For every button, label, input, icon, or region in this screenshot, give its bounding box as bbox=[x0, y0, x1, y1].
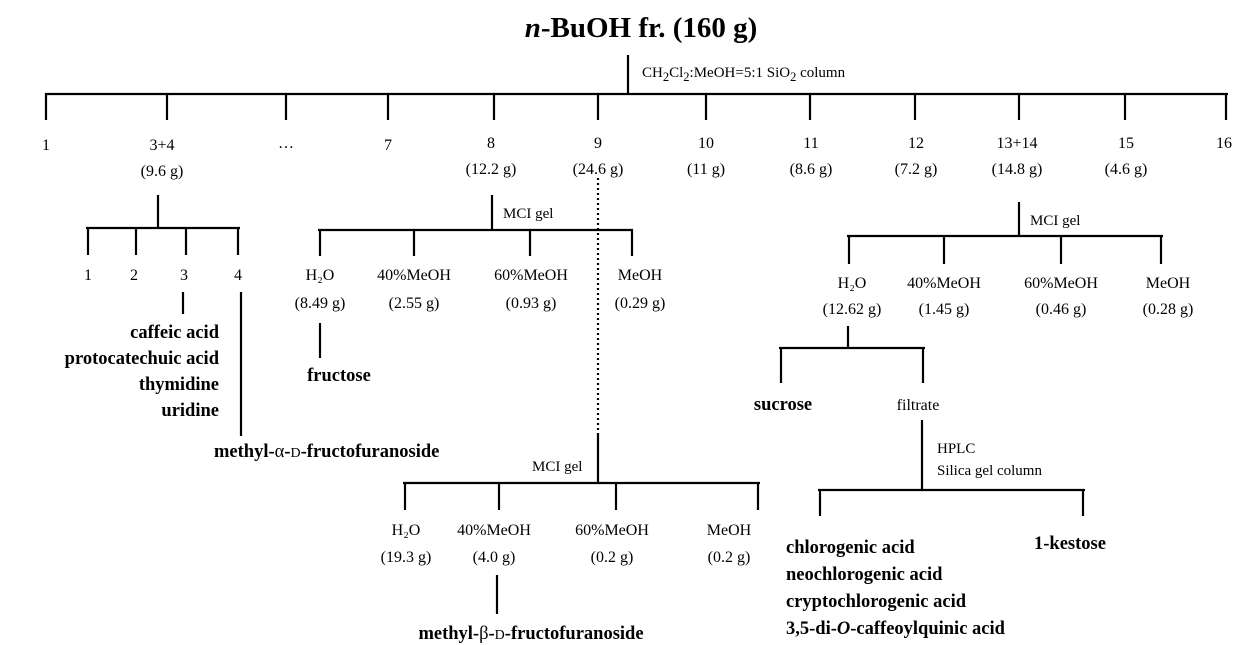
eluent-label: 40%MeOH bbox=[377, 267, 451, 284]
eluent-label: 40%MeOH bbox=[457, 522, 531, 539]
compound-name: caffeic acid bbox=[130, 323, 219, 343]
mci-gel-label: MCI gel bbox=[532, 459, 583, 475]
eluent-mass: (0.28 g) bbox=[1142, 301, 1194, 318]
subscript: 2 bbox=[683, 70, 690, 84]
eluent-label: H₂O bbox=[391, 522, 421, 539]
compound-name: uridine bbox=[161, 401, 219, 421]
fraction-label: 13+14 bbox=[996, 135, 1038, 152]
compound-name: 3,5-di-O-caffeoylquinic acid bbox=[786, 616, 1005, 643]
subscript: 2 bbox=[790, 70, 797, 84]
eluent-mass: (0.46 g) bbox=[1035, 301, 1087, 318]
fraction-label: 10 bbox=[698, 135, 714, 152]
eluent-label: H₂O bbox=[837, 275, 867, 292]
title-text: -BuOH fr. (160 g) bbox=[540, 12, 758, 44]
filtrate-label: filtrate bbox=[896, 397, 940, 414]
compound-list: chlorogenic acid neochlorogenic acid cry… bbox=[786, 535, 1005, 643]
mci-gel-label: MCI gel bbox=[1030, 213, 1081, 229]
eluent-mass: (19.3 g) bbox=[380, 549, 432, 566]
subfraction-label: 2 bbox=[130, 267, 138, 284]
title-italic: n bbox=[524, 12, 541, 44]
compound-name: neochlorogenic acid bbox=[786, 565, 943, 585]
eluent-label: MeOH bbox=[1145, 275, 1191, 292]
fraction-label: 11 bbox=[803, 135, 819, 152]
compound-name: fructose bbox=[307, 366, 371, 386]
eluent-label: 60%MeOH bbox=[1024, 275, 1098, 292]
compound-part: 3,5-di- bbox=[786, 619, 837, 639]
fraction-mass: (7.2 g) bbox=[894, 161, 938, 178]
column-label-silica: CH2Cl2:MeOH=5:1 SiO2 column bbox=[642, 66, 845, 84]
compound-name: cryptochlorogenic acid bbox=[786, 592, 967, 612]
compound-part: - bbox=[284, 442, 291, 462]
fraction-label: … bbox=[278, 135, 294, 152]
greek-letter: α bbox=[274, 442, 285, 462]
column-label-part: Cl bbox=[669, 65, 684, 81]
eluent-mass: (12.62 g) bbox=[822, 301, 882, 318]
eluent-mass: (8.49 g) bbox=[294, 295, 346, 312]
compound-name: methyl-β-D-fructofuranoside bbox=[418, 625, 643, 644]
column-label-part: column bbox=[796, 65, 846, 81]
small-caps-letter: D bbox=[290, 446, 301, 461]
hplc-line: HPLC bbox=[937, 441, 976, 457]
compound-part: -fructofuranoside bbox=[300, 442, 440, 462]
eluent-label: MeOH bbox=[617, 267, 663, 284]
compound-name: sucrose bbox=[753, 395, 813, 415]
compound-name: thymidine bbox=[138, 375, 219, 395]
eluent-label: H₂O bbox=[305, 267, 335, 284]
hplc-label: HPLC Silica gel column bbox=[937, 438, 1042, 482]
fraction-label: 12 bbox=[908, 135, 924, 152]
column-label-part: :MeOH=5:1 SiO bbox=[689, 65, 791, 81]
compound-part: O bbox=[836, 619, 851, 639]
fraction-mass: (8.6 g) bbox=[789, 161, 833, 178]
eluent-label: 60%MeOH bbox=[575, 522, 649, 539]
page-title: n-BuOH fr. (160 g) bbox=[525, 14, 758, 43]
subfraction-label: 1 bbox=[84, 267, 92, 284]
eluent-mass: (0.93 g) bbox=[505, 295, 557, 312]
eluent-label: 60%MeOH bbox=[494, 267, 568, 284]
fraction-mass: (12.2 g) bbox=[465, 161, 517, 178]
fraction-label: 8 bbox=[487, 135, 495, 152]
fraction-label: 1 bbox=[42, 137, 50, 154]
fraction-label: 7 bbox=[384, 137, 392, 154]
fraction-label: 15 bbox=[1118, 135, 1134, 152]
compound-name: chlorogenic acid bbox=[786, 538, 915, 558]
small-caps-letter: D bbox=[494, 628, 505, 643]
compound-list: caffeic acid protocatechuic acid thymidi… bbox=[65, 320, 219, 424]
compound-part: methyl- bbox=[418, 624, 480, 644]
compound-part: -caffeoylquinic acid bbox=[850, 619, 1005, 639]
subfraction-label: 4 bbox=[234, 267, 242, 284]
subfraction-label: 3 bbox=[180, 267, 188, 284]
column-label-part: CH bbox=[642, 65, 663, 81]
hplc-line: Silica gel column bbox=[937, 463, 1042, 479]
compound-part: - bbox=[488, 624, 495, 644]
compound-part: methyl- bbox=[214, 442, 275, 462]
compound-name: 1-kestose bbox=[1034, 534, 1106, 554]
compound-name: protocatechuic acid bbox=[64, 349, 219, 369]
compound-name: methyl-α-D-fructofuranoside bbox=[214, 443, 439, 462]
fraction-mass: (14.8 g) bbox=[991, 161, 1043, 178]
eluent-mass: (2.55 g) bbox=[388, 295, 440, 312]
fraction-label: 3+4 bbox=[149, 137, 175, 154]
eluent-mass: (4.0 g) bbox=[472, 549, 516, 566]
eluent-label: MeOH bbox=[706, 522, 752, 539]
compound-part: -fructofuranoside bbox=[504, 624, 644, 644]
fraction-label: 16 bbox=[1216, 135, 1232, 152]
fraction-mass: (9.6 g) bbox=[140, 163, 184, 180]
eluent-mass: (0.2 g) bbox=[590, 549, 634, 566]
greek-letter: β bbox=[479, 624, 489, 644]
subscript: 2 bbox=[662, 70, 670, 84]
fraction-mass: (24.6 g) bbox=[572, 161, 624, 178]
eluent-mass: (0.2 g) bbox=[707, 549, 751, 566]
eluent-label: 40%MeOH bbox=[907, 275, 981, 292]
fraction-label: 9 bbox=[594, 135, 602, 152]
eluent-mass: (1.45 g) bbox=[918, 301, 970, 318]
mci-gel-label: MCI gel bbox=[503, 206, 554, 222]
fraction-mass: (4.6 g) bbox=[1104, 161, 1148, 178]
eluent-mass: (0.29 g) bbox=[614, 295, 666, 312]
fraction-mass: (11 g) bbox=[686, 161, 726, 178]
